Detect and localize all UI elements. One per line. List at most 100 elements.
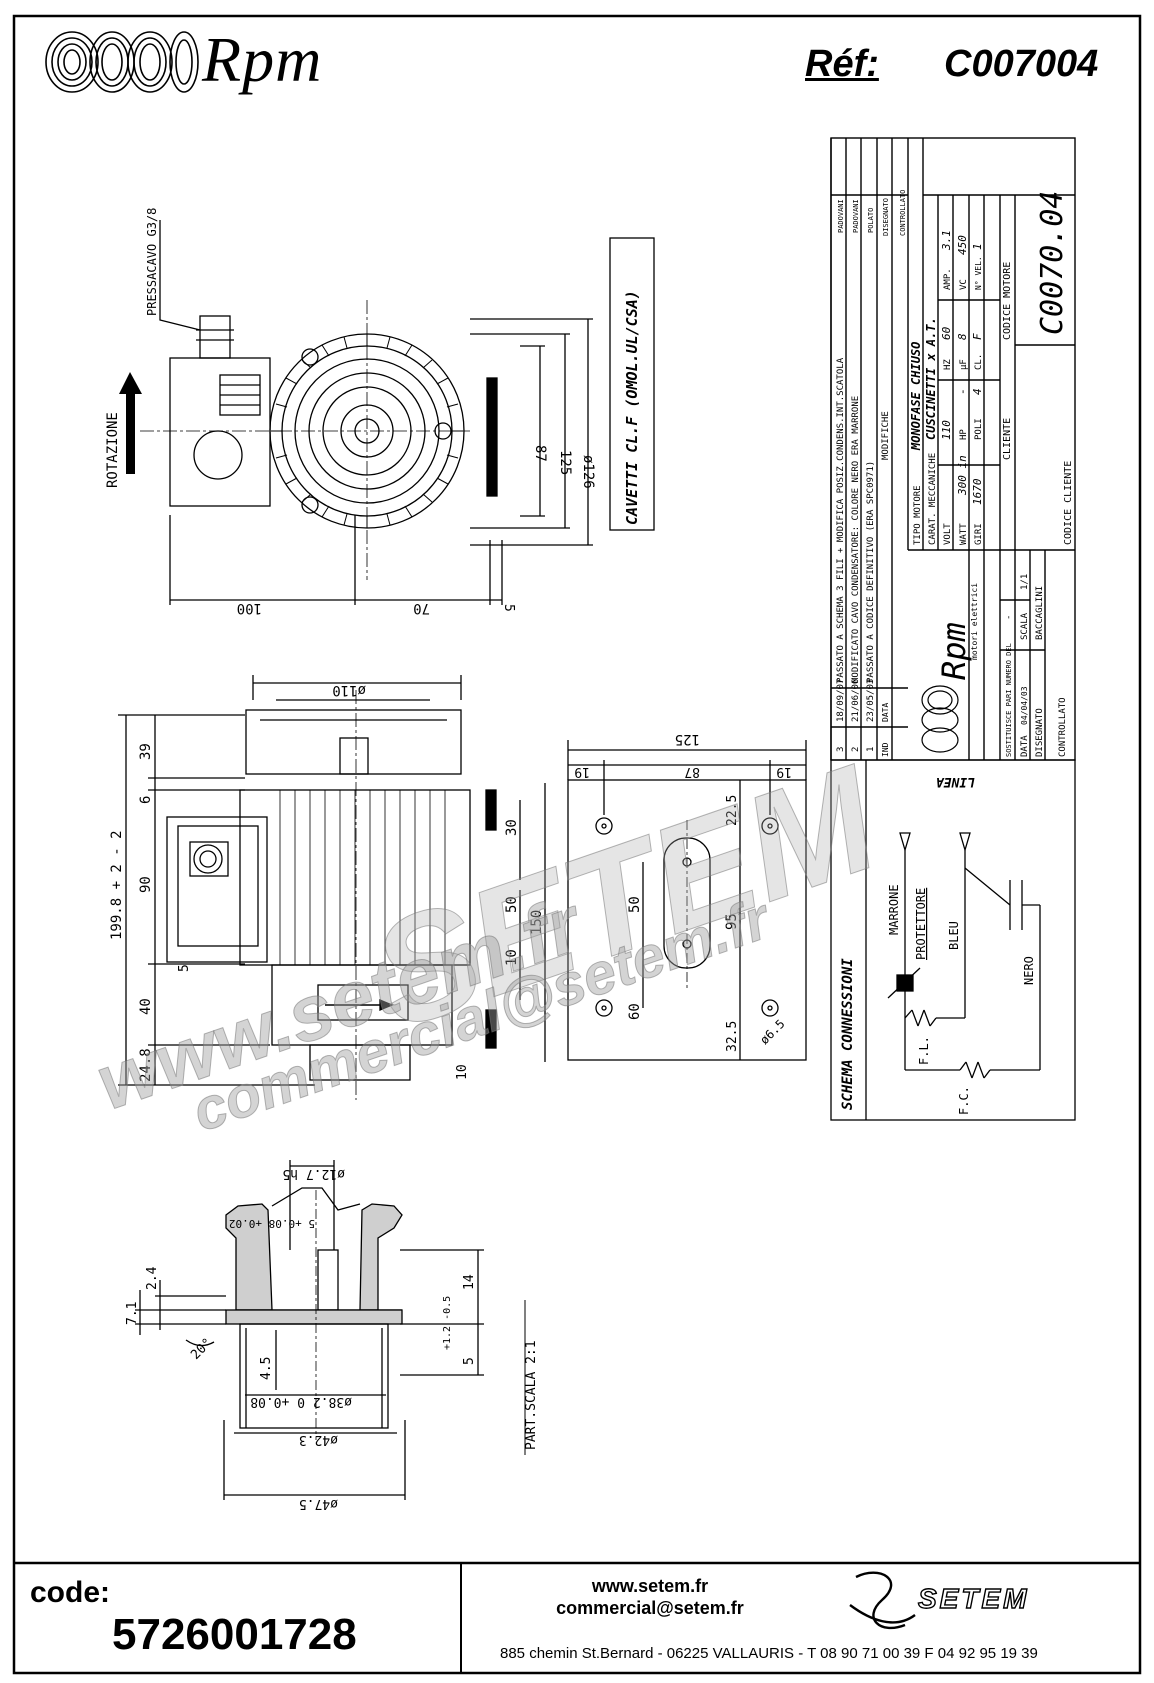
schema-protettore: PROTETTORE [914, 888, 928, 960]
mod-1-by: POLATO [867, 208, 875, 233]
dim-126-top: ø126 [580, 455, 596, 489]
dim-24-8: 24.8 [138, 1048, 154, 1082]
schema-nero: NERO [1022, 956, 1036, 985]
cl-label: CL. [974, 354, 984, 370]
dim-10-bottom: 10 [455, 1064, 470, 1080]
email-link[interactable]: commercial@setem.fr [556, 1598, 744, 1618]
dim-87-plate: 87 [684, 764, 700, 779]
vc: 450 [956, 235, 969, 255]
page-border [12, 14, 1142, 1675]
rpm-logo-icon [45, 31, 199, 93]
uf-label: µF [959, 359, 969, 370]
code-value: 5726001728 [112, 1610, 357, 1659]
website-link[interactable]: www.setem.fr [591, 1576, 709, 1596]
schema-fc: F.C. [957, 1086, 971, 1115]
dim-14: 14 [462, 1274, 477, 1290]
dim-70: 70 [413, 600, 430, 616]
schema-marrone: MARRONE [887, 884, 901, 935]
rotazione-label: ROTAZIONE [105, 412, 121, 488]
side-view [118, 675, 546, 1100]
cliente-label: CLIENTE [1002, 418, 1013, 460]
dim-125-top: 125 [557, 450, 573, 475]
dim-50-plate: 50 [627, 896, 643, 913]
watt: 300 in [956, 455, 969, 496]
mod-3-by: PADOVANI [837, 199, 845, 233]
dim-5-detail: 5 [462, 1357, 477, 1365]
sostituisce: - [1004, 615, 1014, 620]
dim-90: 90 [138, 876, 154, 893]
sostituisce-label: SOSTITUISCE PARI NUMERO DEL [1005, 643, 1013, 757]
disegnato-label: DISEGNATO [882, 198, 890, 236]
cavetti-label: CAVETTI CL.F (OMOL.UL/CSA) [623, 290, 641, 525]
modifiche-label: MODIFICHE [881, 411, 891, 460]
dim-110-side: ø110 [332, 682, 366, 698]
dim-10-side: 10 [504, 949, 520, 966]
title-block-logo-icon [921, 685, 959, 753]
vc-label: VC [959, 279, 969, 290]
mod-2-date: 21/06/06 [851, 679, 861, 722]
giri-label: GIRI [974, 523, 984, 545]
dim-32-5: 32.5 [725, 1021, 740, 1052]
dim-6: 6 [138, 796, 154, 804]
detail-scale-label: PART.SCALA 2:1 [524, 1340, 539, 1450]
hp-label: HP [959, 429, 969, 440]
dim-125-plate: 125 [675, 731, 700, 747]
dim-150: 150 [529, 910, 545, 935]
mod-3-ind: 3 [836, 747, 846, 752]
amp-label: AMP. [943, 268, 953, 290]
data-label: DATA [881, 703, 890, 722]
giri: 1670 [971, 478, 984, 505]
dim-19-right: 19 [776, 764, 792, 779]
brand-name: Rpm [202, 24, 323, 95]
poli-label: POLI [974, 418, 984, 440]
dim-tol-1-2: +1.2 -0.5 [442, 1296, 453, 1350]
mod-1-text: PASSATO A CODICE DEFINITIVO (ERA SPC0971… [866, 461, 876, 683]
dim-40: 40 [138, 998, 154, 1015]
mod-1-ind: 1 [866, 747, 876, 752]
dim-7-1: 7.1 [125, 1302, 140, 1325]
address-text: 885 chemin St.Bernard - 06225 VALLAURIS … [500, 1645, 1038, 1662]
uf: 8 [956, 333, 969, 340]
setem-logo-icon [849, 1571, 916, 1630]
mod-2-by: PADOVANI [852, 199, 860, 233]
hz: 60 [940, 326, 953, 340]
disegnato2: BACCAGLINI [1035, 586, 1045, 640]
pressacavo-label: PRESSACAVO G3/8 [145, 208, 159, 316]
scala: 1/1 [1020, 574, 1030, 590]
rotation-arrow-icon [119, 372, 142, 474]
dim-39: 39 [138, 743, 154, 760]
dim-5-side: 5 [177, 964, 192, 972]
watt-label: WATT [959, 523, 969, 545]
controllato-label: CONTROLLATO [899, 190, 907, 236]
dim-19-left: 19 [574, 764, 590, 779]
nvel: 1 [971, 243, 984, 250]
tipo-motore: MONOFASE CHIUSO [909, 342, 923, 451]
hz-label: HZ [943, 359, 953, 370]
mod-3-date: 18/09/07 [836, 679, 846, 722]
controllato2-label: CONTROLLATO [1058, 697, 1068, 757]
data2: 04/04/03 [1020, 686, 1029, 725]
hp: - [956, 388, 969, 395]
carat-label: CARAT. MECCANICHE [928, 453, 938, 545]
dim-60: 60 [627, 1003, 643, 1020]
codice-motore-label: CODICE MOTORE [1002, 262, 1013, 340]
code-label: code: [30, 1576, 111, 1609]
dim-2-4: 2.4 [145, 1266, 160, 1290]
codice-cliente-label: CODICE CLIENTE [1063, 461, 1074, 545]
amp: 3.1 [940, 230, 953, 251]
dim-42-3: ø42.3 [299, 1432, 338, 1447]
mod-2-ind: 2 [851, 747, 861, 752]
volt-label: VOLT [943, 523, 953, 545]
reference-label: Réf: [805, 43, 879, 85]
mod-2-text: MODIFICATO CAVO CONDENSATORE: COLORE NER… [851, 396, 861, 683]
mod-3-text: PASSATO A SCHEMA 3 FILI + MODIFICA POSIZ… [836, 357, 846, 683]
dim-50-side: 50 [504, 896, 520, 913]
reference-value: C007004 [944, 43, 1099, 85]
dim-4-5: 4.5 [259, 1357, 274, 1380]
codice-motore: C0070.04 [1035, 191, 1070, 336]
dim-199: 199.8 + 2 - 2 [109, 830, 125, 940]
dim-30: 30 [504, 819, 520, 836]
volt: 110 [940, 420, 953, 440]
